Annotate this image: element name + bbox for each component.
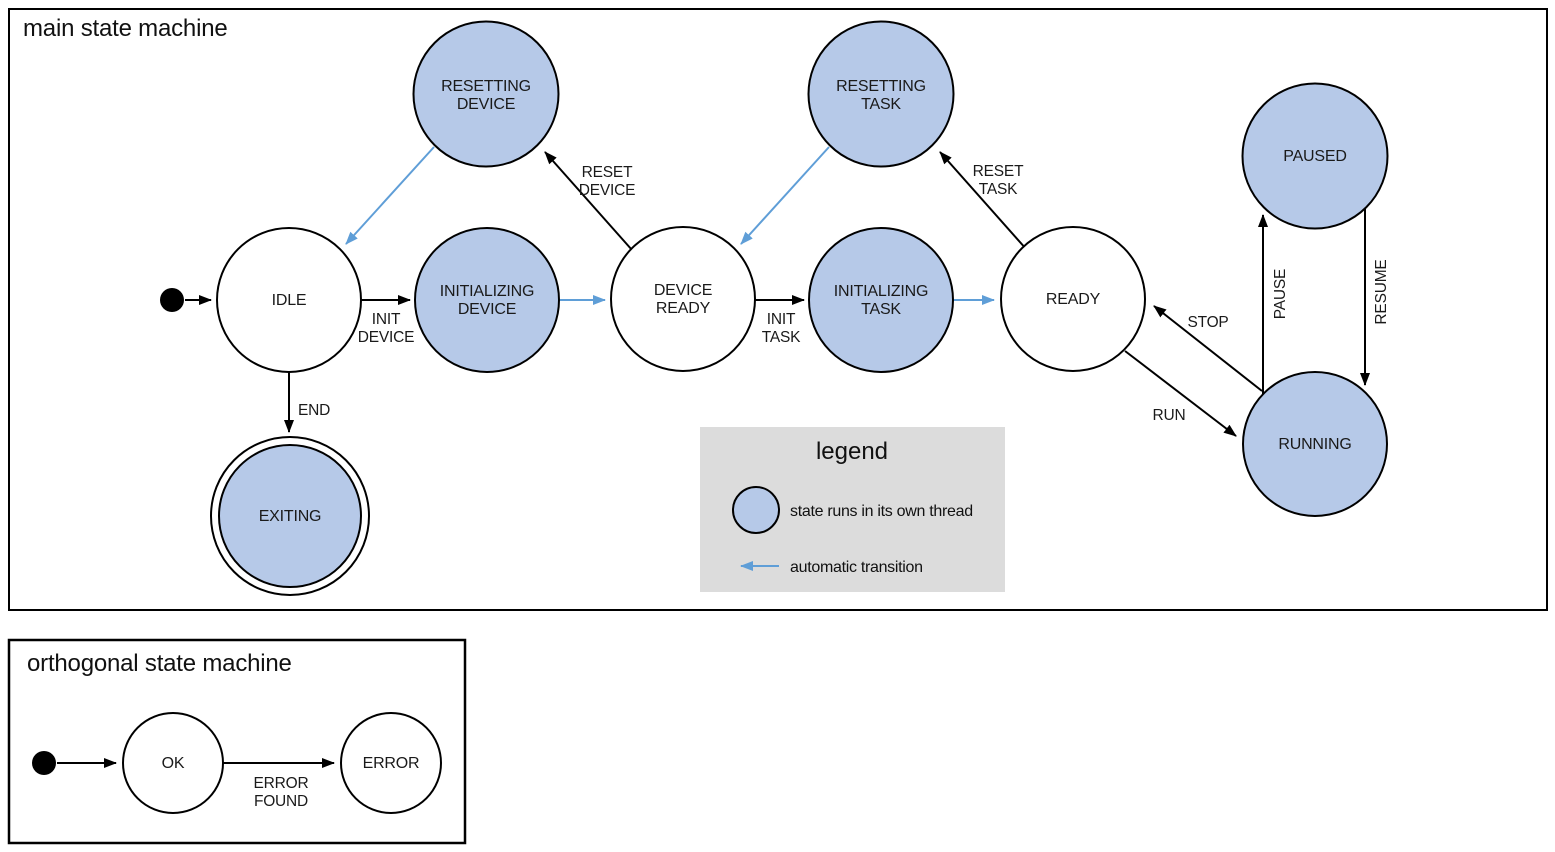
- state-label: PAUSED: [1283, 148, 1346, 165]
- state-label: TASK: [861, 301, 901, 318]
- transition-reset-task-arrow: [939, 151, 1028, 251]
- state-circle: [218, 444, 362, 588]
- transition-label-error-found: ERROR FOUND: [254, 775, 309, 810]
- state-label: EXITING: [259, 508, 322, 525]
- transition-label-end: END: [298, 402, 330, 419]
- state-circle: [412, 20, 560, 168]
- state-ok: OK: [122, 712, 224, 814]
- initial-state-dot: [160, 288, 184, 312]
- state-label: OK: [162, 755, 185, 772]
- state-circle: [1242, 371, 1388, 517]
- state-error: ERROR: [340, 712, 442, 814]
- state-initializing-task: INITIALIZING TASK: [808, 227, 954, 373]
- legend: legend state runs in its own thread auto…: [700, 427, 1005, 592]
- transition-label-line: TASK: [762, 329, 801, 346]
- state-label: DEVICE: [458, 301, 516, 318]
- state-label: ERROR: [363, 755, 420, 772]
- orthogonal-panel-border: [7, 638, 467, 845]
- transition-label-reset-device: RESET DEVICE: [579, 164, 636, 199]
- state-running: RUNNING: [1242, 371, 1388, 517]
- state-idle: IDLE: [216, 227, 362, 373]
- state-circle: [1241, 82, 1389, 230]
- transition-label-line: DEVICE: [579, 182, 636, 199]
- transition-run-arrow: [1124, 350, 1237, 437]
- main-panel-title: main state machine: [23, 15, 228, 42]
- transition-reset-device-arrow: [544, 151, 633, 251]
- state-label: INITIALIZING: [440, 283, 535, 300]
- state-circle: [216, 227, 362, 373]
- transition-label-resume: RESUME: [1373, 259, 1390, 324]
- transition-label-line: RESET: [973, 163, 1024, 180]
- state-label: INITIALIZING: [834, 283, 929, 300]
- state-label: RESETTING: [836, 78, 926, 95]
- transition-label-stop: STOP: [1187, 314, 1228, 331]
- transition-label-line: ERROR: [254, 775, 309, 792]
- legend-threaded-state-sample-circle: [732, 486, 780, 534]
- state-label: READY: [1046, 291, 1101, 308]
- state-label: RUNNING: [1278, 436, 1351, 453]
- state-paused: PAUSED: [1241, 82, 1389, 230]
- state-resetting-task: RESETTING TASK: [807, 20, 955, 168]
- state-initializing-device: INITIALIZING DEVICE: [414, 227, 560, 373]
- transition-stop-arrow: [1153, 305, 1263, 392]
- state-label: DEVICE: [457, 96, 515, 113]
- state-label: READY: [656, 300, 711, 317]
- auto-transition-resetting-device-to-idle-arrow: [345, 146, 435, 245]
- initial-state-dot: [32, 751, 56, 775]
- transition-label-line: RESET: [582, 164, 633, 181]
- transition-label-line: DEVICE: [358, 329, 415, 346]
- legend-automatic-transition-label: automatic transition: [790, 559, 923, 576]
- state-exiting-final: EXITING: [210, 436, 370, 596]
- transition-label-run: RUN: [1153, 407, 1186, 424]
- state-circle: [122, 712, 224, 814]
- state-label: DEVICE: [654, 282, 712, 299]
- transition-label-line: FOUND: [254, 793, 308, 810]
- state-circle: [340, 712, 442, 814]
- transition-label-line: TASK: [979, 181, 1018, 198]
- state-circle: [610, 226, 756, 372]
- state-circle: [807, 20, 955, 168]
- main-panel-border: [8, 8, 1548, 611]
- auto-transition-resetting-task-to-device-ready-arrow: [740, 146, 830, 245]
- orthogonal-state-machine-panel: orthogonal state machine ERROR FOUND OK …: [7, 638, 467, 845]
- legend-title: legend: [816, 438, 888, 465]
- state-label: IDLE: [272, 292, 307, 309]
- legend-threaded-state-label: state runs in its own thread: [790, 503, 973, 520]
- orthogonal-panel-title: orthogonal state machine: [27, 650, 292, 677]
- state-ready: READY: [1000, 226, 1146, 372]
- state-resetting-device: RESETTING DEVICE: [412, 20, 560, 168]
- transition-label-init-task: INIT TASK: [762, 311, 802, 346]
- transition-label-line: INIT: [767, 311, 796, 328]
- state-label: RESETTING: [441, 78, 531, 95]
- state-circle: [414, 227, 560, 373]
- transition-label-pause: PAUSE: [1272, 269, 1289, 319]
- transition-label-init-device: INIT DEVICE: [358, 311, 415, 346]
- transition-label-reset-task: RESET TASK: [973, 163, 1025, 198]
- main-state-machine-panel: main state machine INIT DEVICE RESET DEV…: [8, 8, 1548, 611]
- state-label: TASK: [861, 96, 901, 113]
- state-device-ready: DEVICE READY: [610, 226, 756, 372]
- transition-label-line: INIT: [372, 311, 401, 328]
- state-circle: [808, 227, 954, 373]
- state-circle: [1000, 226, 1146, 372]
